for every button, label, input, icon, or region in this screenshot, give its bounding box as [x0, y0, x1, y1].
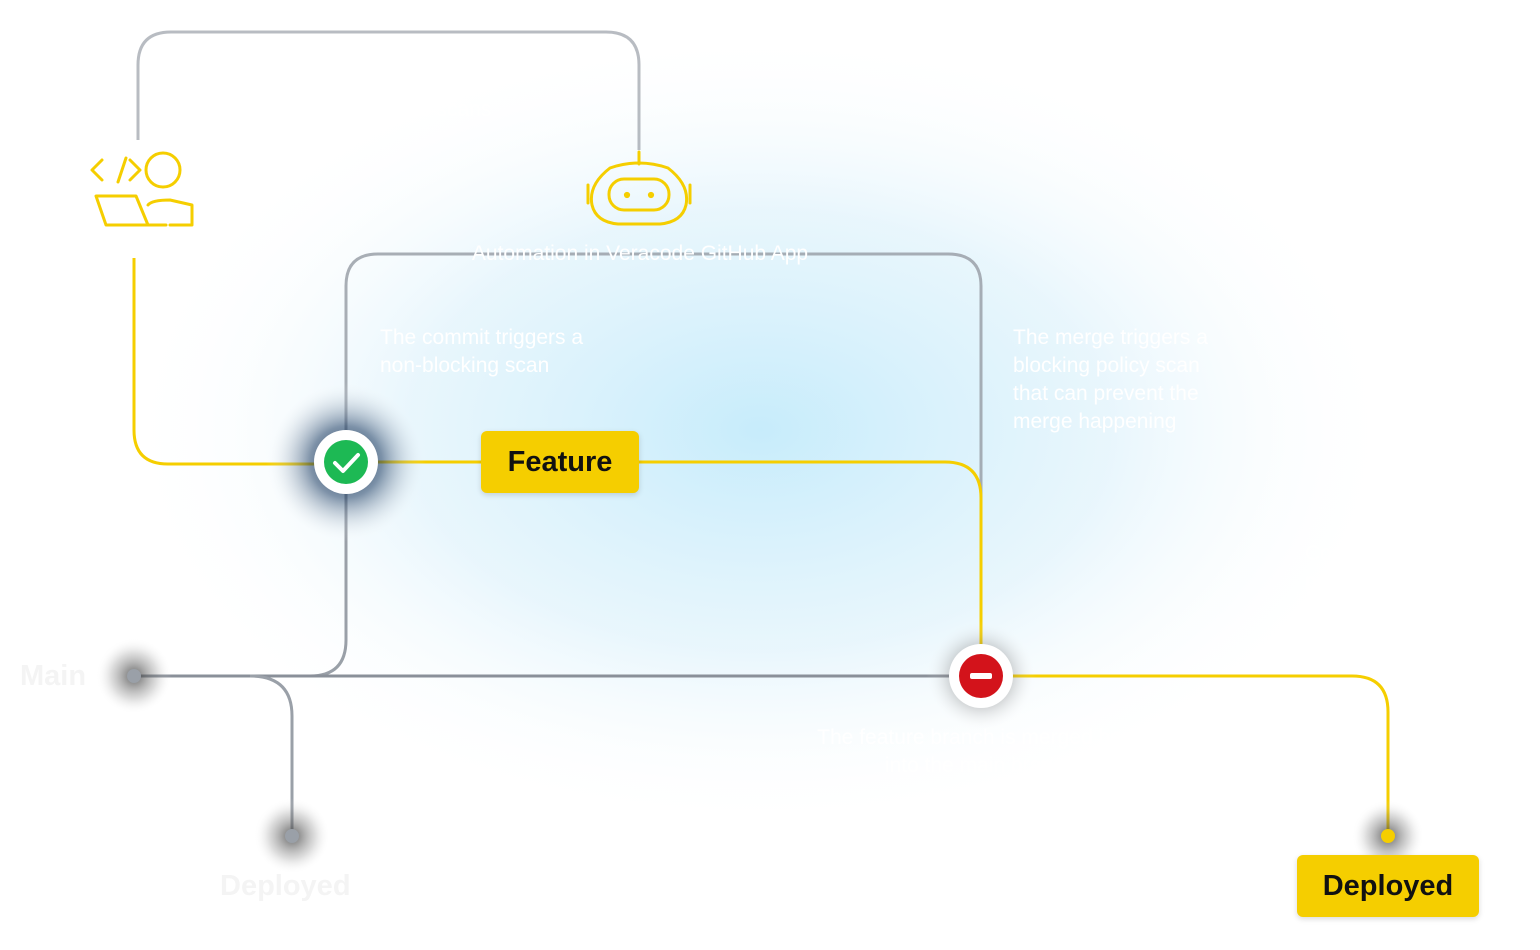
automation-title: Automation in Veracode GitHub App	[471, 242, 809, 265]
commit-note-line1: The commit triggers a	[380, 326, 584, 349]
deploy-note-line2: policy compliant	[1305, 570, 1455, 593]
feature-deploy-line	[981, 674, 1390, 836]
blocked-circle-icon	[949, 644, 1013, 708]
deploy-note-line1: Code from the last	[1305, 542, 1477, 565]
main-deployed-label: Deployed	[220, 870, 351, 902]
robot-icon	[586, 150, 692, 226]
merge-note-line1: The merge triggers a	[1013, 326, 1208, 349]
check-circle-icon	[314, 430, 378, 494]
trigger-subtitle: SAST, SCA, IaC scans	[278, 98, 492, 121]
merge-note-line3: that can prevent the	[1013, 382, 1199, 405]
feature-branch-tag: Feature	[481, 431, 639, 493]
merged-note-line2: into the main branch	[884, 754, 1076, 777]
merge-note-line2: blocking policy scan	[1013, 354, 1200, 377]
merge-note-line4: merge happening	[1013, 410, 1177, 433]
merged-note-line1: The feature branch is merged back	[817, 726, 1143, 749]
developer-commit-line	[132, 258, 346, 466]
background-glow	[120, 30, 1400, 830]
deploy-note-line3: build goes to	[1305, 598, 1425, 621]
main-deploy-line	[249, 674, 294, 836]
commit-note-line2: non-blocking scan	[380, 354, 550, 377]
feature-branch-line	[346, 460, 983, 676]
trigger-title: Trigger in GitHub	[360, 56, 520, 79]
feature-deploy-node	[1381, 829, 1395, 843]
main-branch-label: Main	[20, 660, 87, 692]
main-node	[127, 669, 141, 683]
trigger-frame-line	[136, 30, 641, 150]
developer-laptop-icon	[90, 151, 194, 227]
automation-frame-line	[344, 252, 983, 640]
main-deploy-node	[285, 829, 299, 843]
deploy-note-line4: production	[1305, 626, 1404, 649]
feature-deployed-tag: Deployed	[1297, 855, 1479, 917]
